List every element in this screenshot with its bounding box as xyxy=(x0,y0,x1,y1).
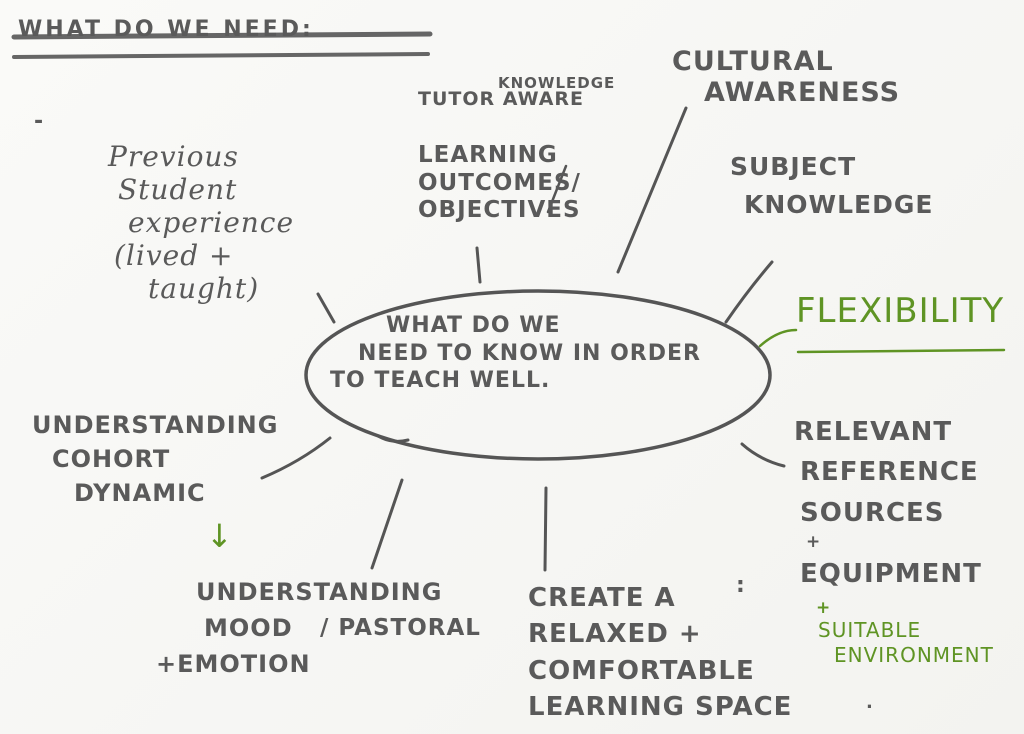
relaxed-line-4: LEARNING SPACE xyxy=(528,692,793,723)
node-mood-emotion: UNDERSTANDING MOOD +EMOTION xyxy=(156,574,443,682)
node-equipment: EQUIPMENT xyxy=(800,559,982,589)
node-knowledge-tag: KNOWLEDGE xyxy=(498,74,616,92)
connector-subject xyxy=(724,260,774,324)
node-relaxed-space: CREATE A RELAXED + COMFORTABLE LEARNING … xyxy=(528,580,792,726)
relevant-line-2: REFERENCE xyxy=(800,457,979,488)
ellipse-tail xyxy=(376,434,410,443)
suitable-line-1: SUITABLE xyxy=(818,618,922,642)
node-learning-outcomes: LEARNING OUTCOMES/ OBJECTIVES xyxy=(418,142,581,225)
title-underline xyxy=(12,52,430,59)
previous-line-5: taught) xyxy=(148,272,260,306)
previous-line-4: (lived + xyxy=(114,239,234,273)
outcomes-line-1: LEARNING xyxy=(418,142,558,168)
plus-sign-environment: + xyxy=(816,598,832,618)
outcomes-slash xyxy=(546,164,568,214)
relaxed-line-1: CREATE A xyxy=(528,583,676,613)
plus-sign-equipment: + xyxy=(806,532,822,552)
previous-line-1: Previous xyxy=(108,140,239,173)
node-pastoral: / PASTORAL xyxy=(320,615,481,641)
mood-line-3: +EMOTION xyxy=(156,650,311,678)
previous-line-2: Student xyxy=(118,173,238,207)
cohort-line-3: DYNAMIC xyxy=(74,479,206,508)
connector-mood xyxy=(370,478,404,570)
connector-relaxed xyxy=(543,486,548,572)
mood-line-2: MOOD xyxy=(204,614,293,642)
dot-mark: . xyxy=(866,692,874,713)
colon-mark: : xyxy=(736,573,746,598)
subject-line-1: SUBJECT xyxy=(730,152,857,181)
node-previous-experience: Previous Student experience (lived + tau… xyxy=(108,140,294,305)
cultural-line-2: AWARENESS xyxy=(704,77,901,109)
outcomes-line-3: OBJECTIVES xyxy=(418,197,581,224)
center-ellipse xyxy=(304,289,772,461)
arrow-down-icon: ↓ xyxy=(206,517,234,555)
node-flexibility: FLEXIBILITY xyxy=(796,291,1005,331)
center-line-2: NEED TO KNOW IN ORDER xyxy=(358,340,701,366)
relaxed-line-2: RELAXED + xyxy=(528,619,702,650)
center-line-1: WHAT DO WE xyxy=(386,313,561,338)
cohort-line-2: COHORT xyxy=(52,445,171,474)
relevant-line-3: SOURCES xyxy=(800,497,945,528)
node-cultural-awareness: CULTURAL AWARENESS xyxy=(672,46,900,108)
connector-cohort xyxy=(260,436,332,480)
connector-outcomes xyxy=(475,246,482,284)
board-title: WHAT DO WE NEED: xyxy=(18,17,314,42)
center-line-3: TO TEACH WELL. xyxy=(330,368,551,393)
mood-line-1: UNDERSTANDING xyxy=(196,578,443,606)
flexibility-underline xyxy=(796,348,1006,354)
node-subject-knowledge: SUBJECT KNOWLEDGE xyxy=(730,148,933,223)
cohort-line-1: UNDERSTANDING xyxy=(32,411,279,439)
relaxed-line-3: COMFORTABLE xyxy=(528,655,755,686)
outcomes-line-2: OUTCOMES/ xyxy=(418,169,581,196)
center-question: WHAT DO WE NEED TO KNOW IN ORDER TO TEAC… xyxy=(330,312,701,395)
connector-cultural xyxy=(616,106,688,274)
cultural-line-1: CULTURAL xyxy=(672,46,834,77)
connector-previous xyxy=(316,292,336,324)
node-suitable-environment: SUITABLE ENVIRONMENT xyxy=(818,618,994,668)
bullet-dash: - xyxy=(34,109,45,134)
suitable-line-2: ENVIRONMENT xyxy=(834,643,994,667)
node-relevant-sources: RELEVANT REFERENCE SOURCES xyxy=(794,412,979,533)
previous-line-3: experience xyxy=(128,206,295,240)
relevant-line-1: RELEVANT xyxy=(794,417,953,447)
connector-relevant xyxy=(740,442,786,468)
node-cohort-dynamic: UNDERSTANDING COHORT DYNAMIC xyxy=(32,408,278,510)
title-strike xyxy=(11,31,433,40)
node-tutor-aware: TUTOR AWARE xyxy=(418,88,585,110)
connector-flexibility xyxy=(758,328,798,348)
subject-line-2: KNOWLEDGE xyxy=(744,189,934,219)
